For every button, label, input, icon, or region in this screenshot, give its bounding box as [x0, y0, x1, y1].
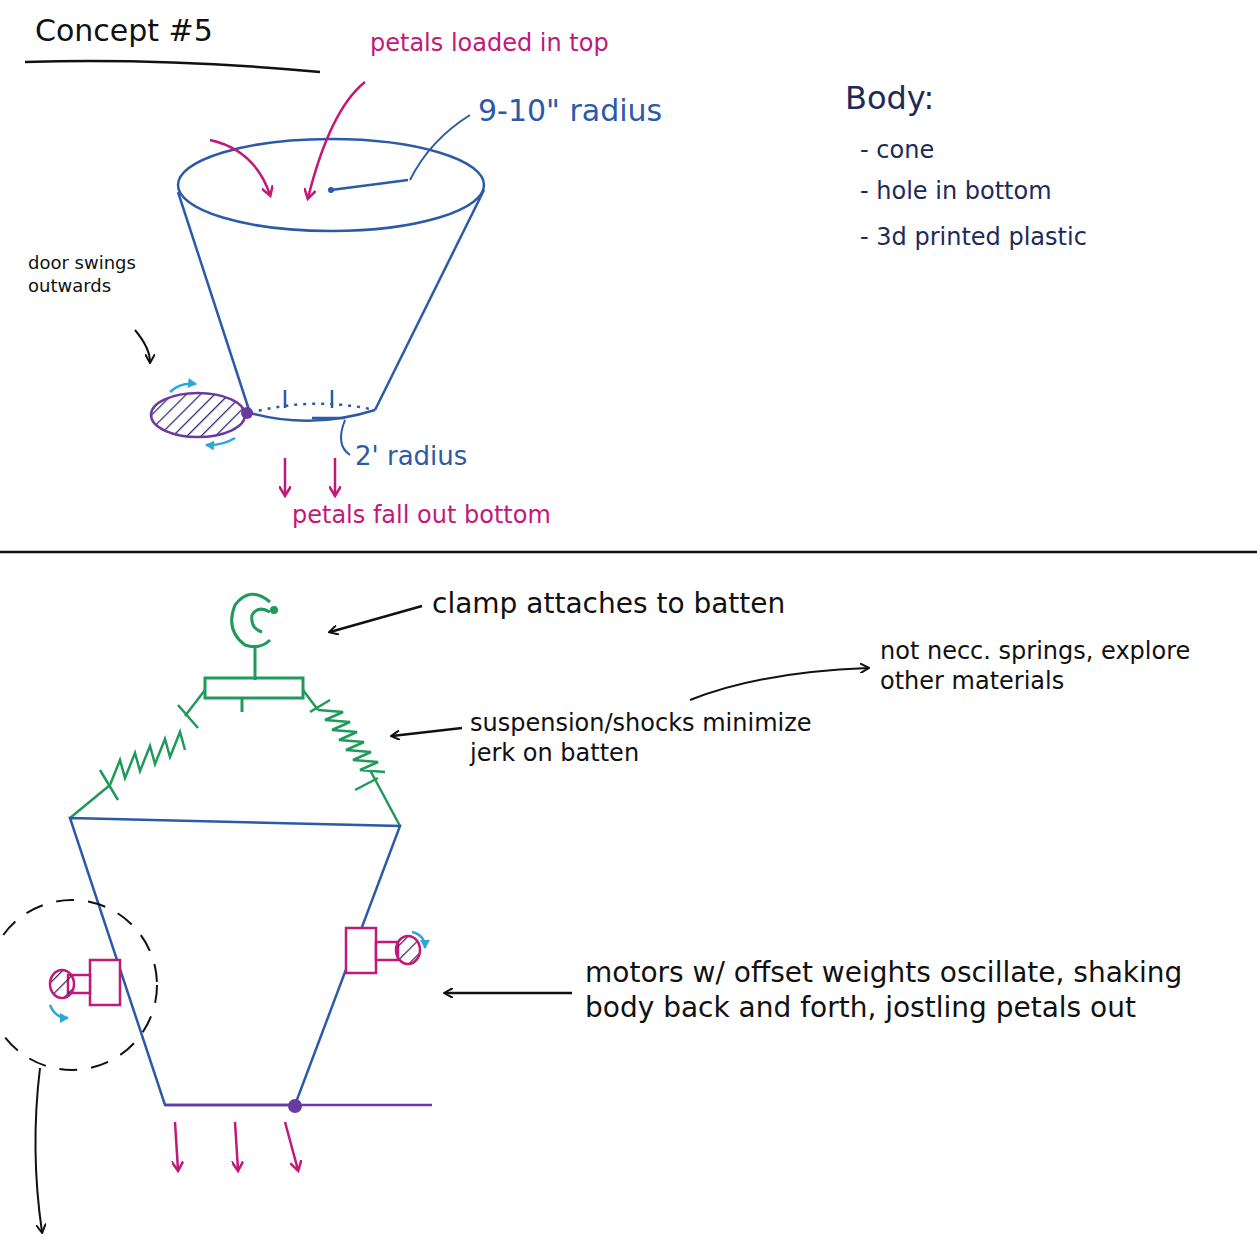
leader-line [135, 330, 150, 362]
detail-circle [0, 900, 157, 1070]
hinge [288, 1099, 302, 1113]
load-arrow [308, 82, 365, 198]
swing-arrow [170, 384, 196, 392]
fall-arrow [284, 458, 287, 495]
leader-line [690, 668, 868, 700]
swing-arrow [206, 438, 235, 445]
fall-arrow [235, 1122, 238, 1170]
panel-separator [0, 551, 1257, 554]
motor [346, 928, 425, 973]
clamp [205, 594, 303, 712]
leader-line [330, 606, 422, 632]
callout: clamp attaches to batten [432, 586, 852, 621]
fall-arrow [285, 1122, 298, 1170]
dimension: 2' radius [355, 440, 555, 473]
cone-body [178, 139, 484, 421]
leader-line [410, 115, 470, 180]
cone-body [70, 818, 400, 1105]
note: petals fall out bottom [292, 500, 652, 530]
spring [70, 690, 205, 818]
list-heading: Body: [845, 78, 1045, 118]
sketch-title: Concept #5 [35, 12, 315, 50]
leader-line [445, 992, 572, 995]
list-item: - 3d printed plastic [860, 222, 1240, 252]
title-underline [25, 61, 320, 72]
list-item: - cone [860, 135, 1160, 165]
motor [50, 960, 120, 1018]
callout: suspension/shocks minimize jerk on batte… [470, 708, 850, 768]
note: petals loaded in top [370, 28, 690, 58]
list-item: - hole in bottom [860, 176, 1190, 206]
door [151, 393, 245, 437]
leader-line [341, 420, 350, 455]
clamp-screw [270, 606, 278, 614]
leader-line [392, 728, 462, 736]
center-dot [328, 187, 334, 193]
callout: motors w/ offset weights oscillate, shak… [585, 955, 1225, 1025]
dimension: 9-10" radius [478, 92, 778, 130]
detail-arrow [35, 1068, 42, 1232]
fall-arrow [175, 1122, 178, 1170]
callout: door swings outwards [28, 252, 138, 297]
load-arrow [210, 140, 270, 195]
spring [303, 690, 400, 826]
fall-arrow [334, 458, 337, 495]
note: not necc. springs, explore other materia… [880, 636, 1210, 696]
hinge [241, 407, 253, 419]
